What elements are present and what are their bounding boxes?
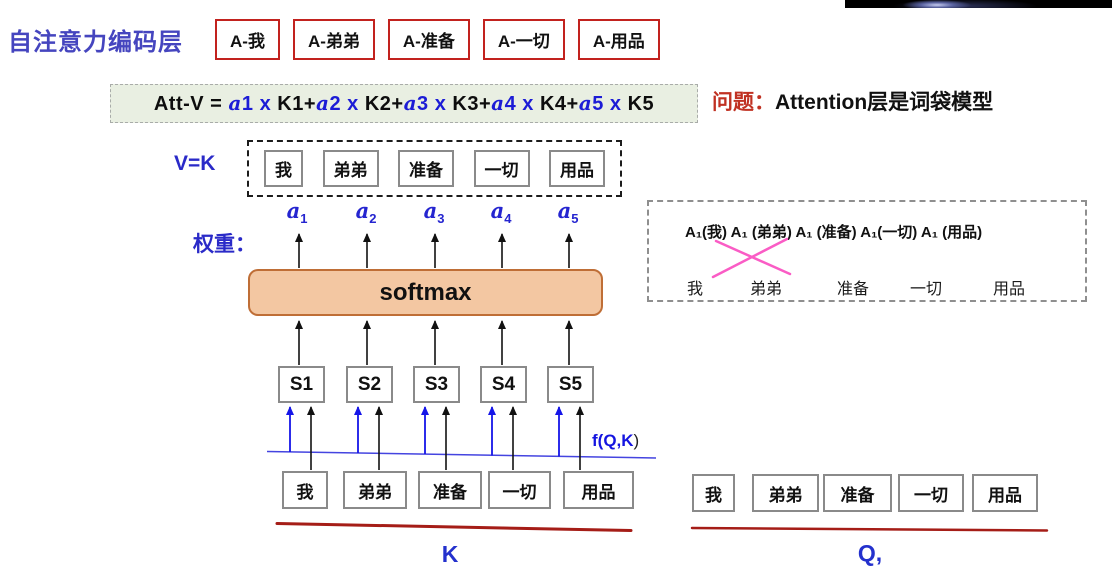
alpha-weight-label: a2 <box>355 198 377 227</box>
k-group-label: K <box>441 541 459 567</box>
vk-label: V=K <box>174 152 216 175</box>
key-token-box: 一切 <box>488 471 551 509</box>
key-token-box: 弟弟 <box>343 471 407 509</box>
value-token-box: 准备 <box>398 150 454 187</box>
value-key-dashed-box: 我 弟弟 准备 一切 用品 <box>247 140 622 197</box>
fqk-line <box>266 450 657 459</box>
key-token-box: 用品 <box>563 471 634 509</box>
query-token-box: 我 <box>692 474 735 512</box>
token-to-score-arrows <box>307 406 584 470</box>
side-token: 我 <box>687 281 704 298</box>
side-token: 用品 <box>993 281 1026 298</box>
value-token-box: 弟弟 <box>322 150 379 187</box>
alpha-weight-label: a5 <box>557 198 579 227</box>
side-token: 一切 <box>910 281 943 298</box>
attention-formula-box: Att-V = a1 x K1+a2 x K2+a3 x K3+a4 x K4+… <box>110 84 698 123</box>
score-to-softmax-arrows <box>295 320 573 365</box>
side-token: 准备 <box>837 281 870 298</box>
alpha-weight-label: a1 <box>286 198 308 227</box>
q-group-label: Q, <box>857 540 883 566</box>
query-token-box: 用品 <box>972 474 1038 512</box>
score-box: S1 <box>278 366 325 403</box>
attention-output-box: A-我 <box>215 19 280 60</box>
query-token-box: 准备 <box>823 474 892 512</box>
attention-output-box: A-一切 <box>482 19 565 60</box>
value-token-box: 一切 <box>473 150 530 187</box>
score-box: S3 <box>413 366 460 403</box>
softmax-to-alpha-arrows <box>295 233 573 268</box>
softmax-box: softmax <box>248 269 603 316</box>
question-annotation: 问题：Attention层是词袋模型 <box>712 86 993 116</box>
bag-of-words-panel <box>647 200 1087 302</box>
value-token-box: 用品 <box>549 150 605 187</box>
q-underline <box>690 526 1049 532</box>
k-underline <box>275 522 633 532</box>
attention-formula-text: Att-V = a1 x K1+a2 x K2+a3 x K3+a4 x K4+… <box>153 91 655 115</box>
question-prefix: 问题： <box>712 91 775 114</box>
alpha-weight-label: a3 <box>423 198 445 227</box>
fqk-to-score-arrows <box>286 406 563 457</box>
query-token-box: 一切 <box>898 474 964 512</box>
decorative-galaxy-image <box>845 0 1112 8</box>
side-token: 弟弟 <box>750 281 783 298</box>
score-box: S2 <box>346 366 393 403</box>
attention-output-row: A-我 A-弟弟 A-准备 A-一切 A-用品 <box>215 19 660 60</box>
key-token-box: 我 <box>282 471 328 509</box>
attention-output-box: A-用品 <box>577 19 660 60</box>
query-token-box: 弟弟 <box>752 474 819 512</box>
score-box: S4 <box>480 366 527 403</box>
attention-terms-line: A₁(我) A₁ (弟弟) A₁ (准备) A₁(一切) A₁ (用品) <box>685 224 983 241</box>
value-token-box: 我 <box>264 150 303 187</box>
page-title: 自注意力编码层 <box>8 29 183 56</box>
score-box: S5 <box>547 366 594 403</box>
attention-output-box: A-准备 <box>387 19 470 60</box>
question-text: Attention层是词袋模型 <box>775 91 994 114</box>
alpha-weight-label: a4 <box>490 198 512 227</box>
weights-label: 权重： <box>193 233 256 256</box>
fqk-label: f(Q,K) <box>592 431 640 450</box>
key-token-box: 准备 <box>418 471 482 509</box>
attention-output-box: A-弟弟 <box>292 19 375 60</box>
